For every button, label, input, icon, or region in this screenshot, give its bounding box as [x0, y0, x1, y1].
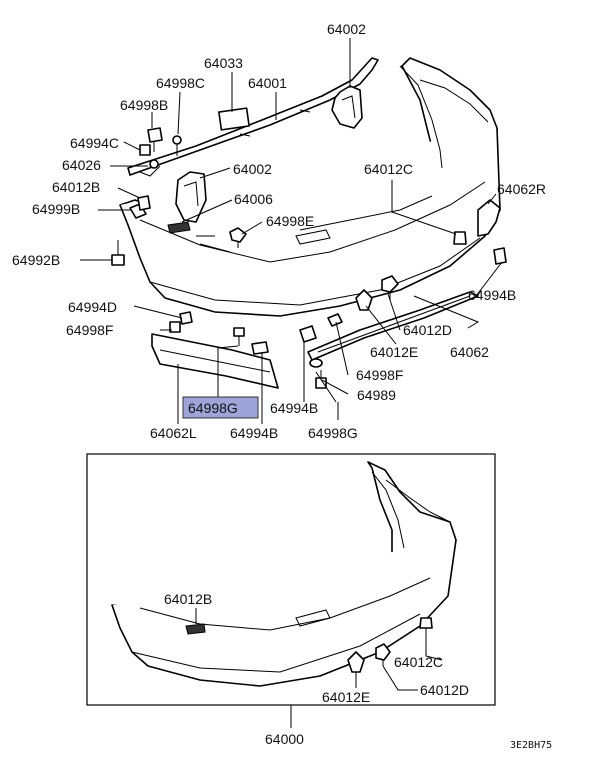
side-bracket-upper-left	[175, 171, 207, 223]
label-64994b-center: 64994B	[270, 400, 318, 416]
clip-64994b-center	[299, 325, 317, 343]
label-64012d-upper: 64012D	[403, 322, 452, 338]
label-64062: 64062	[450, 344, 489, 360]
emblem-plate	[218, 107, 250, 131]
label-64989: 64989	[357, 387, 396, 403]
label-64998g-highlight: 64998G	[188, 400, 238, 416]
label-64012b-lower: 64012B	[164, 591, 212, 607]
side-extension-left	[151, 333, 279, 389]
label-64012b-upper: 64012B	[52, 179, 100, 195]
label-64026: 64026	[62, 157, 101, 173]
clip-64994b-left	[251, 341, 269, 355]
label-64992b: 64992B	[12, 252, 60, 268]
side-extension-right	[477, 199, 507, 265]
diagram-code: 3E2BH75	[510, 740, 552, 751]
washer-64989	[309, 358, 323, 368]
leader-lines-lower	[195, 608, 443, 728]
label-64012c-lower: 64012C	[394, 654, 443, 670]
label-64998f-center: 64998F	[356, 367, 403, 383]
leader-lines-upper	[80, 38, 503, 424]
label-64012e-upper: 64012E	[370, 344, 418, 360]
clip-64012e-upper	[355, 289, 373, 311]
label-64002-mid: 64002	[233, 161, 272, 177]
clip-64998b	[147, 127, 163, 152]
label-64998c: 64998C	[156, 75, 205, 91]
label-64001: 64001	[248, 75, 287, 91]
label-64994b-right: 64994B	[468, 287, 516, 303]
label-64006: 64006	[234, 191, 273, 207]
label-64012d-lower: 64012D	[420, 682, 469, 698]
label-64998f-left: 64998F	[66, 322, 113, 338]
label-64994c: 64994C	[70, 135, 119, 151]
label-64062r: 64062R	[497, 181, 546, 197]
highlight-box	[182, 396, 259, 419]
label-64994b-left: 64994B	[230, 425, 278, 441]
washer-64026	[149, 159, 159, 169]
clip-64998c	[172, 135, 182, 156]
clip-64012b-upper	[137, 195, 151, 211]
nut-64994c	[139, 144, 151, 156]
clip-64998f-center	[327, 313, 343, 327]
label-64999b: 64999B	[32, 201, 80, 217]
label-64012c-upper: 64012C	[364, 161, 413, 177]
clip-64012e-lower	[347, 651, 365, 673]
side-bracket-upper-right	[331, 85, 363, 129]
label-64998b: 64998B	[120, 97, 168, 113]
label-64033: 64033	[204, 55, 243, 71]
seal-pad	[167, 221, 191, 234]
label-64994d: 64994D	[68, 299, 117, 315]
clip-64012c-upper	[453, 231, 467, 245]
label-64012e-lower: 64012E	[322, 689, 370, 705]
clip-64012d-upper	[381, 275, 399, 300]
rear-bumper-assembly	[111, 461, 457, 687]
rear-bumper-cover	[119, 57, 501, 317]
screw-64992b	[111, 240, 125, 266]
clip-64012d-lower	[375, 643, 391, 666]
label-64998g-center: 64998G	[308, 425, 358, 441]
clip-64998f-left	[169, 321, 181, 333]
bolt-64998g-left	[233, 327, 245, 346]
label-64000: 64000	[265, 731, 304, 747]
bolt-64998e	[229, 227, 247, 248]
clip-64994d	[179, 311, 193, 325]
label-64002-top: 64002	[327, 21, 366, 37]
label-64062l: 64062L	[150, 425, 197, 441]
label-64998e: 64998E	[266, 213, 314, 229]
clip-64012c-lower	[419, 617, 433, 634]
